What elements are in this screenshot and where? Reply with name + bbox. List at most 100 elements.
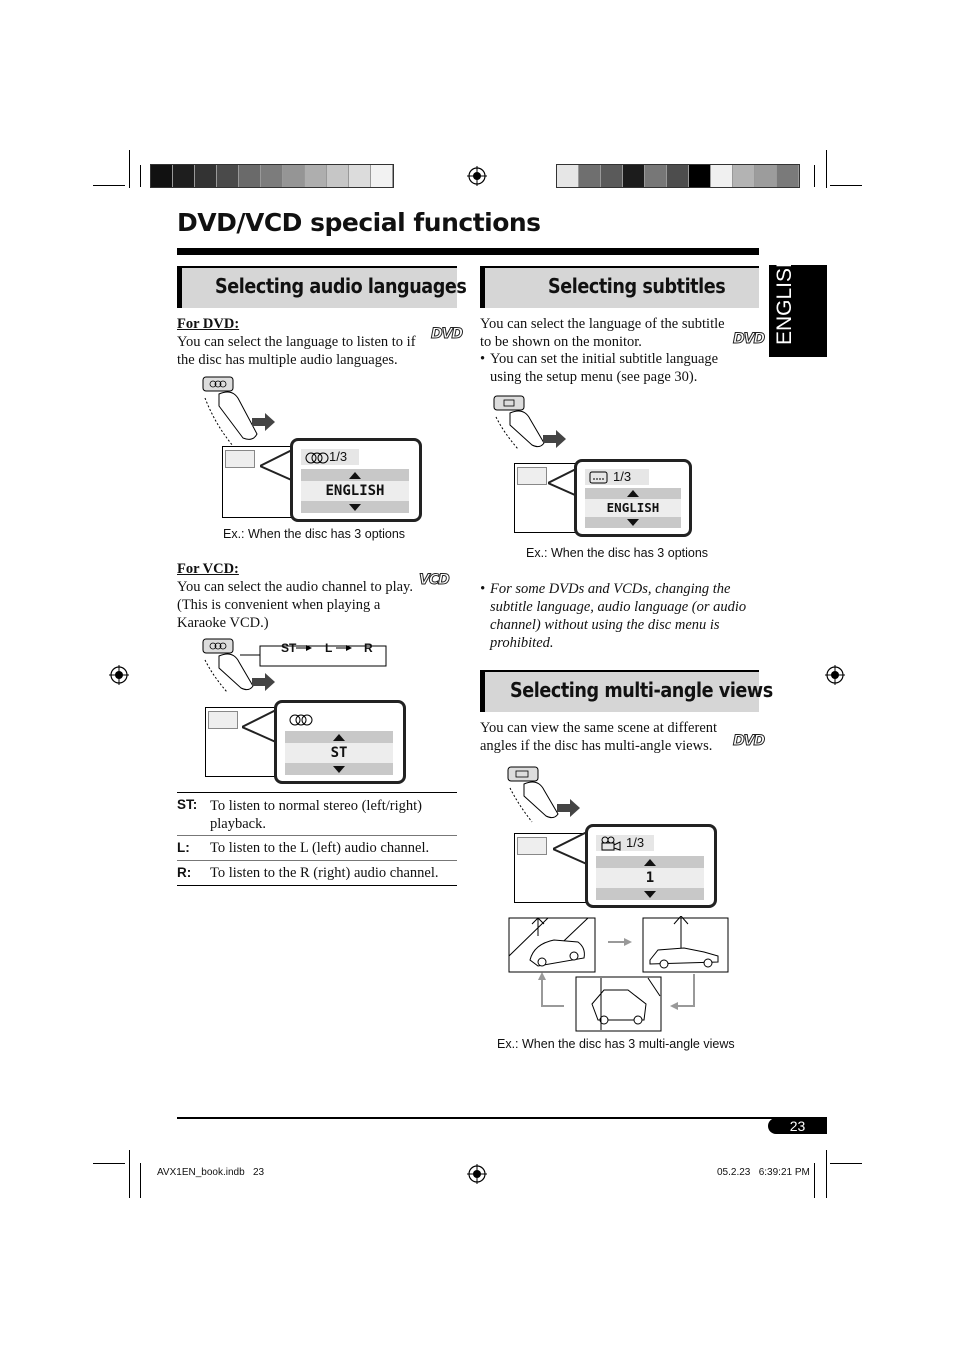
dvd-description: You can select the language to listen to…: [177, 334, 416, 368]
table-rule: [177, 792, 457, 793]
registration-target-icon: [109, 665, 129, 685]
color-swatch: [195, 165, 217, 187]
definition-text: To listen to normal stereo (left/right) …: [210, 798, 422, 832]
dvd-badge: DVD: [732, 733, 765, 750]
vcd-badge: VCD: [419, 572, 451, 589]
osd-audio-dvd: 1/3 ENGLISH: [290, 438, 422, 522]
caption-angles: Ex.: When the disc has 3 multi-angle vie…: [497, 1037, 735, 1051]
registration-target-icon: [467, 1164, 487, 1184]
color-swatch: [579, 165, 601, 187]
audio-button-press-illustration: [202, 376, 275, 447]
color-swatch: [689, 165, 711, 187]
crop-mark: [129, 150, 130, 188]
osd-angles: 1/3 1: [585, 824, 717, 908]
color-swatch: [371, 165, 393, 187]
page-number: 23: [789, 1118, 806, 1134]
osd-count: 1/3: [329, 449, 348, 464]
registration-target-icon: [467, 166, 487, 186]
angles-description: You can view the same scene at different…: [480, 720, 718, 754]
subtitle-button-press-illustration: [493, 395, 566, 450]
osd-value: ENGLISH: [301, 481, 409, 501]
language-tab: ENGLISH: [769, 253, 827, 357]
color-swatch: [217, 165, 239, 187]
note-bullet-dot: •: [480, 581, 486, 597]
table-rule: [177, 835, 457, 836]
color-swatch: [755, 165, 777, 187]
angles-heading: Selecting multi-angle views: [510, 678, 773, 702]
caption-subtitles: Ex.: When the disc has 3 options: [526, 546, 709, 560]
table-rule: [177, 885, 457, 886]
crop-mark: [826, 150, 827, 188]
subtitles-heading: Selecting subtitles: [548, 274, 726, 298]
section-header-subtitles: Selecting subtitles: [480, 266, 759, 308]
subtitles-bullet: You can set the initial subtitle languag…: [490, 351, 719, 385]
crop-mark: [814, 1163, 815, 1198]
section-header-audio: Selecting audio languages: [177, 266, 467, 308]
cycle-st: ST: [281, 641, 297, 655]
table-rule: [177, 860, 457, 861]
color-swatch: [151, 165, 173, 187]
audio-heading: Selecting audio languages: [215, 274, 467, 298]
color-swatch: [667, 165, 689, 187]
crop-mark: [826, 1150, 827, 1198]
color-swatch: [239, 165, 261, 187]
crop-mark: [93, 185, 125, 186]
color-swatch: [623, 165, 645, 187]
osd-count: 1/3: [626, 835, 645, 850]
color-swatch: [601, 165, 623, 187]
audio-button-press-illustration-vcd: [202, 638, 275, 693]
crop-mark: [140, 165, 141, 187]
vcd-label: For VCD:: [177, 561, 239, 577]
osd-value: 1: [596, 868, 704, 888]
crop-mark: [830, 1163, 862, 1164]
osd-audio-vcd: ST: [274, 700, 406, 784]
language-tab-label: ENGLISH: [773, 252, 796, 345]
color-swatch: [557, 165, 579, 187]
section-header-angles: Selecting multi-angle views: [480, 670, 773, 712]
multi-angle-views-illustration: [508, 916, 729, 1032]
osd-subtitles: 1/3 ENGLISH: [574, 459, 692, 537]
caption-audio-dvd: Ex.: When the disc has 3 options: [223, 527, 406, 541]
color-swatch: [733, 165, 755, 187]
crop-mark: [129, 1150, 130, 1198]
color-swatch: [349, 165, 371, 187]
page-number-tab: 23: [768, 1118, 827, 1134]
dvd-label: For DVD:: [177, 316, 240, 332]
color-swatch: [327, 165, 349, 187]
definition-text: To listen to the R (right) audio channel…: [210, 865, 439, 881]
audio-icon: [289, 714, 313, 726]
cycle-l: L: [325, 641, 333, 655]
color-bar-left: [150, 164, 394, 188]
footer-timestamp: 05.2.23 6:39:21 PM: [717, 1167, 810, 1178]
page-title: DVD/VCD special functions: [177, 208, 541, 237]
bullet-dot: •: [480, 351, 486, 367]
definition-text: To listen to the L (left) audio channel.: [210, 840, 430, 856]
color-bar-right: [556, 164, 800, 188]
audio-icon: [305, 452, 329, 464]
subtitles-description: You can select the language of the subti…: [480, 316, 725, 350]
crop-mark: [140, 1163, 141, 1198]
title-rule: [177, 248, 759, 255]
definition-key: R:: [177, 865, 192, 880]
color-swatch: [305, 165, 327, 187]
vcd-description: You can select the audio channel to play…: [177, 579, 413, 631]
crop-mark: [830, 185, 862, 186]
color-swatch: [711, 165, 733, 187]
color-swatch: [173, 165, 195, 187]
definition-key: L:: [177, 840, 190, 855]
color-swatch: [261, 165, 283, 187]
osd-value: ENGLISH: [585, 499, 681, 517]
registration-target-icon: [825, 665, 845, 685]
color-swatch: [645, 165, 667, 187]
footer-file: AVX1EN_book.indb 23: [157, 1167, 265, 1178]
subtitles-note: For some DVDs and VCDs, changing the sub…: [490, 581, 747, 651]
color-swatch: [777, 165, 799, 187]
crop-mark: [93, 1163, 125, 1164]
definition-key: ST:: [177, 797, 198, 812]
angle-button-press-illustration: [507, 766, 580, 823]
cycle-r: R: [364, 641, 373, 655]
crop-mark: [814, 165, 815, 187]
osd-count: 1/3: [613, 469, 632, 484]
camera-angle-icon: [601, 836, 621, 851]
dvd-badge: DVD: [430, 326, 463, 343]
